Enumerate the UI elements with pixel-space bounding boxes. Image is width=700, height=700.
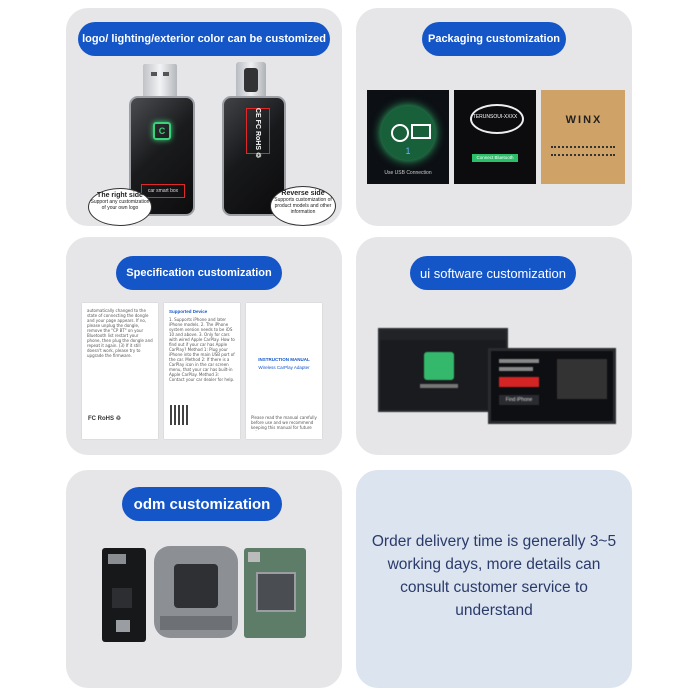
- package-box-1-number: 1: [405, 146, 411, 156]
- manual-page-2: Supported Device 1. Supports iPhone and …: [164, 303, 240, 439]
- dongle-logo-icon: C: [153, 122, 171, 140]
- delivery-info-card: [356, 470, 632, 688]
- front-side-callout: The right side Support any customization…: [88, 188, 152, 226]
- delivery-info-text: Order delivery time is generally 3~5 wor…: [371, 533, 617, 619]
- ui-software-customization-badge: ui software customization: [410, 256, 576, 290]
- package-box-3-brand: WINX: [565, 114, 603, 126]
- package-box-1: 1 Use USB Connection: [367, 90, 449, 184]
- package-box-3: WINX: [541, 90, 625, 184]
- dongle-back-marks: CE FC RoHS ♲: [254, 108, 261, 159]
- circuit-board-2: [154, 546, 238, 638]
- reverse-side-callout-text: Supports customization of product models…: [274, 197, 332, 215]
- package-box-1-caption: Use USB Connection: [384, 170, 432, 176]
- manual-page-1-marks: FC RoHS ♲: [88, 416, 122, 422]
- package-box-2-label: TERUNSOUI-XXXX: [472, 114, 518, 120]
- manual-cover-footnote: Please read the manual carefully before …: [251, 415, 317, 431]
- manual-page-2-heading: Supported Device: [169, 309, 208, 314]
- circuit-board-3: [244, 548, 306, 638]
- dongle-front-logo-box: car smart box: [141, 184, 185, 198]
- manual-cover-subtitle: Wireless CarPlay Adapter: [258, 365, 310, 370]
- packaging-customization-badge: Packaging customization: [422, 22, 566, 56]
- odm-customization-badge: odm customization: [122, 487, 282, 521]
- circuit-board-1: [102, 548, 146, 642]
- package-box-2: TERUNSOUI-XXXX Connect Bluetooth: [454, 90, 536, 184]
- manual-page-1-text: automatically changed to the state of co…: [87, 308, 153, 358]
- front-side-callout-title: The right side: [97, 192, 143, 199]
- reverse-side-callout-title: Reverse side: [281, 190, 325, 197]
- qr-code-icon: [170, 405, 190, 425]
- reverse-side-callout: Reverse side Supports customization of p…: [270, 186, 336, 226]
- specification-customization-badge: Specification customization: [116, 256, 282, 290]
- usb-plug-back: [236, 62, 266, 98]
- ui-screen-2: Find iPhone: [488, 348, 616, 424]
- front-side-callout-text: Support any customization of your own lo…: [90, 199, 150, 211]
- dongle-back-marks-box: CE FC RoHS ♲: [246, 108, 270, 159]
- ui-screen-2-button: Find iPhone: [499, 395, 539, 405]
- manual-cover: INSTRUCTION MANUAL Wireless CarPlay Adap…: [246, 303, 322, 439]
- manual-cover-title: INSTRUCTION MANUAL: [258, 357, 310, 362]
- package-box-3-symbols: [551, 146, 615, 156]
- usb-plug-front: [143, 64, 177, 98]
- manual-page-1: automatically changed to the state of co…: [82, 303, 158, 439]
- logo-customization-badge: logo/ lighting/exterior color can be cus…: [78, 22, 330, 56]
- manual-page-2-text: 1. Supports iPhone and later iPhone mode…: [169, 317, 235, 382]
- package-box-2-button: Connect Bluetooth: [472, 154, 518, 162]
